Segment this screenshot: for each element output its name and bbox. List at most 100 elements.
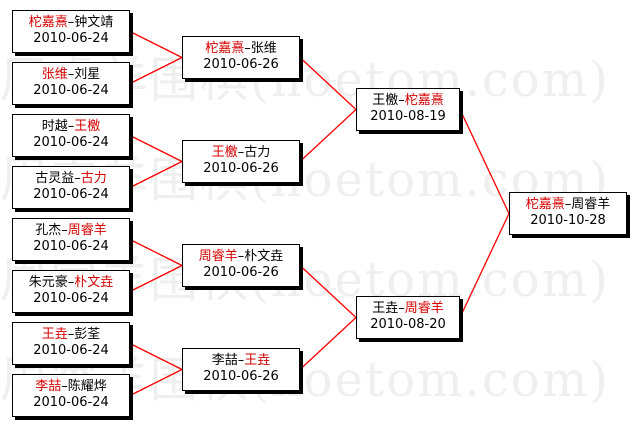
player-separator: –	[67, 15, 75, 30]
player-separator: –	[74, 171, 81, 186]
player-1-name: 周睿羊	[198, 249, 238, 264]
player-2-name: 周睿羊	[404, 301, 444, 316]
player-1-name: 柁嘉熹	[525, 197, 565, 212]
player-1-name: 王垚	[372, 301, 399, 316]
player-2-name: 古力	[244, 145, 271, 160]
player-1-name: 李喆	[211, 353, 238, 368]
player-separator: –	[237, 145, 245, 160]
match-date: 2010-06-24	[33, 135, 109, 150]
match-players: 时越–王檄	[13, 119, 129, 135]
player-separator: –	[398, 301, 405, 316]
player-1-name: 王檄	[372, 93, 399, 108]
match-date: 2010-06-26	[203, 57, 279, 72]
match-date: 2010-06-26	[203, 161, 279, 176]
match-date: 2010-08-19	[370, 109, 446, 124]
connector-line	[129, 264, 183, 293]
player-separator: –	[67, 67, 75, 82]
player-1-name: 王垚	[41, 327, 68, 342]
player-1-name: 李喆	[35, 379, 62, 394]
player-2-name: 钟文靖	[74, 15, 114, 30]
connector-line	[129, 368, 183, 397]
match-players: 周睿羊–朴文垚	[183, 249, 299, 265]
player-2-name: 陈耀烨	[67, 379, 107, 394]
match-players: 李喆–陈耀烨	[13, 379, 129, 395]
connector-line	[299, 57, 357, 110]
match-players: 古灵益–古力	[13, 171, 129, 187]
player-2-name: 朴文垚	[244, 249, 284, 264]
match-players: 李喆–王垚	[183, 353, 299, 369]
match-date: 2010-06-26	[203, 369, 279, 384]
connector-line	[129, 30, 183, 59]
player-1-name: 古灵益	[35, 171, 75, 186]
match-players: 王垚–彭荃	[13, 327, 129, 343]
player-separator: –	[67, 327, 75, 342]
player-1-name: 朱元豪	[28, 275, 68, 290]
match-players: 孔杰–周睿羊	[13, 223, 129, 239]
match-date: 2010-06-24	[33, 31, 109, 46]
player-separator: –	[564, 197, 572, 212]
player-separator: –	[61, 379, 68, 394]
player-2-name: 周睿羊	[67, 223, 107, 238]
match-players: 柁嘉熹–周睿羊	[510, 197, 626, 213]
connector-line	[299, 317, 357, 370]
match-players: 柁嘉熹–钟文靖	[13, 15, 129, 31]
match-players: 王垚–周睿羊	[357, 301, 459, 317]
player-1-name: 时越	[41, 119, 68, 134]
player-1-name: 王檄	[211, 145, 238, 160]
match-date: 2010-06-26	[203, 265, 279, 280]
player-2-name: 刘星	[74, 67, 101, 82]
player-2-name: 彭荃	[74, 327, 101, 342]
connector-line	[299, 265, 357, 318]
match-date: 2010-06-24	[33, 83, 109, 98]
player-2-name: 张维	[250, 41, 277, 56]
player-separator: –	[237, 249, 245, 264]
connector-line	[129, 160, 183, 189]
player-separator: –	[67, 275, 75, 290]
player-2-name: 王檄	[74, 119, 101, 134]
player-2-name: 古力	[80, 171, 107, 186]
player-separator: –	[244, 41, 251, 56]
match-date: 2010-06-24	[33, 239, 109, 254]
player-separator: –	[237, 353, 245, 368]
match-date: 2010-10-28	[530, 213, 606, 228]
match-players: 王檄–柁嘉熹	[357, 93, 459, 109]
player-2-name: 王垚	[244, 353, 271, 368]
player-1-name: 张维	[41, 67, 68, 82]
player-1-name: 孔杰	[35, 223, 62, 238]
connector-line	[459, 109, 510, 214]
player-2-name: 朴文垚	[74, 275, 114, 290]
match-date: 2010-06-24	[33, 291, 109, 306]
connector-line	[299, 109, 357, 162]
match-date: 2010-06-24	[33, 187, 109, 202]
player-1-name: 柁嘉熹	[205, 41, 245, 56]
player-2-name: 周睿羊	[571, 197, 611, 212]
player-separator: –	[61, 223, 68, 238]
match-date: 2010-06-24	[33, 343, 109, 358]
player-separator: –	[398, 93, 405, 108]
connector-line	[129, 56, 183, 85]
connector-line	[129, 342, 183, 371]
player-separator: –	[67, 119, 75, 134]
player-2-name: 柁嘉熹	[404, 93, 444, 108]
match-players: 王檄–古力	[183, 145, 299, 161]
match-players: 柁嘉熹–张维	[183, 41, 299, 57]
connector-line	[459, 213, 510, 318]
match-players: 朱元豪–朴文垚	[13, 275, 129, 291]
match-date: 2010-08-20	[370, 317, 446, 332]
